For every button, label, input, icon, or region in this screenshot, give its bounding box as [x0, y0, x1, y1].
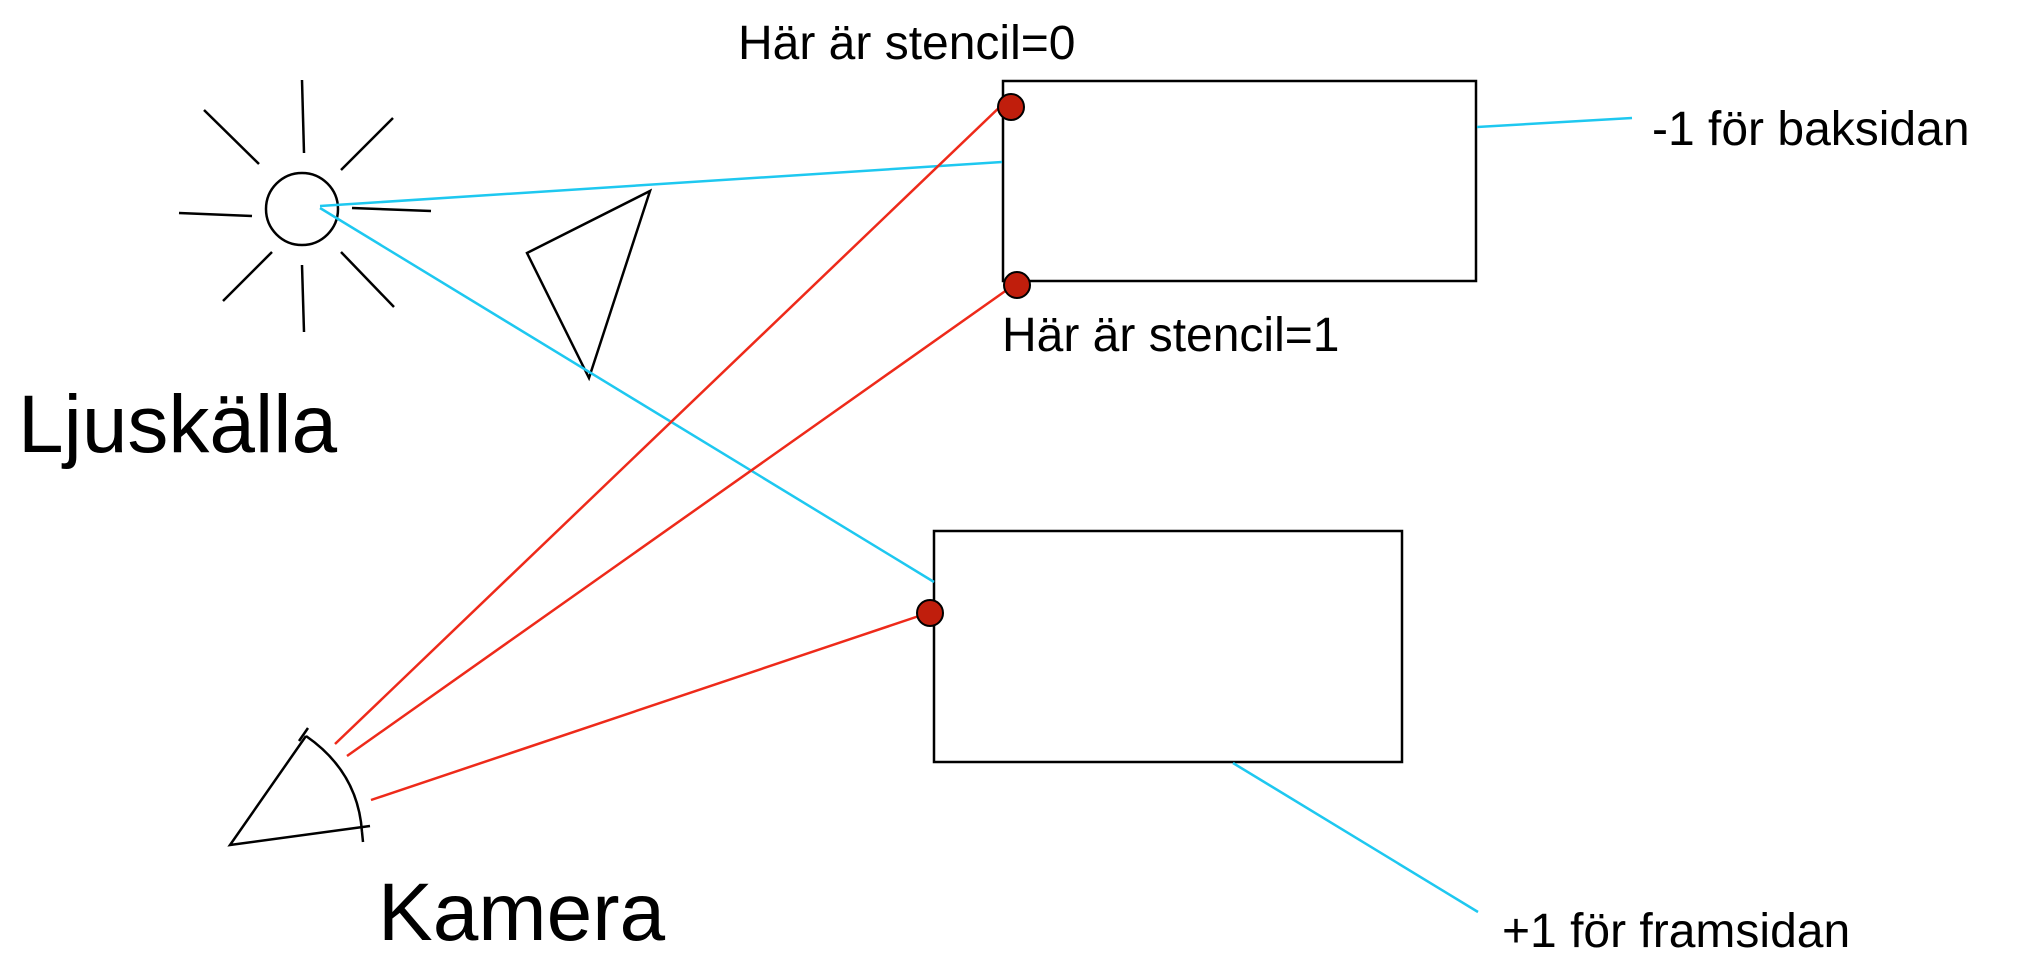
bottom-shadow-box [932, 529, 1404, 764]
back-face-label: -1 för baksidan [1652, 103, 1970, 156]
camera-icon [227, 727, 371, 847]
front-face-pointer [1232, 761, 1479, 914]
back-face-pointer [1476, 116, 1633, 129]
marker-front-face [916, 599, 944, 627]
light-source-icon [178, 79, 432, 333]
view-ray-top [334, 101, 1006, 745]
stencil-zero-label: Här är stencil=0 [738, 17, 1076, 70]
view-ray-middle [346, 285, 1012, 758]
top-shadow-box [1001, 79, 1478, 283]
stencil-one-label: Här är stencil=1 [1002, 309, 1340, 362]
front-face-label: +1 för framsidan [1502, 905, 1851, 958]
shadow-ray-upper [319, 160, 1003, 208]
view-ray-bottom [370, 612, 926, 802]
camera-label: Kamera [378, 867, 666, 958]
marker-stencil-zero [997, 93, 1025, 121]
occluder-triangle [525, 188, 653, 382]
marker-stencil-one [1003, 271, 1031, 299]
light-source-label: Ljuskälla [18, 379, 338, 470]
shadow-ray-lower [319, 206, 935, 584]
